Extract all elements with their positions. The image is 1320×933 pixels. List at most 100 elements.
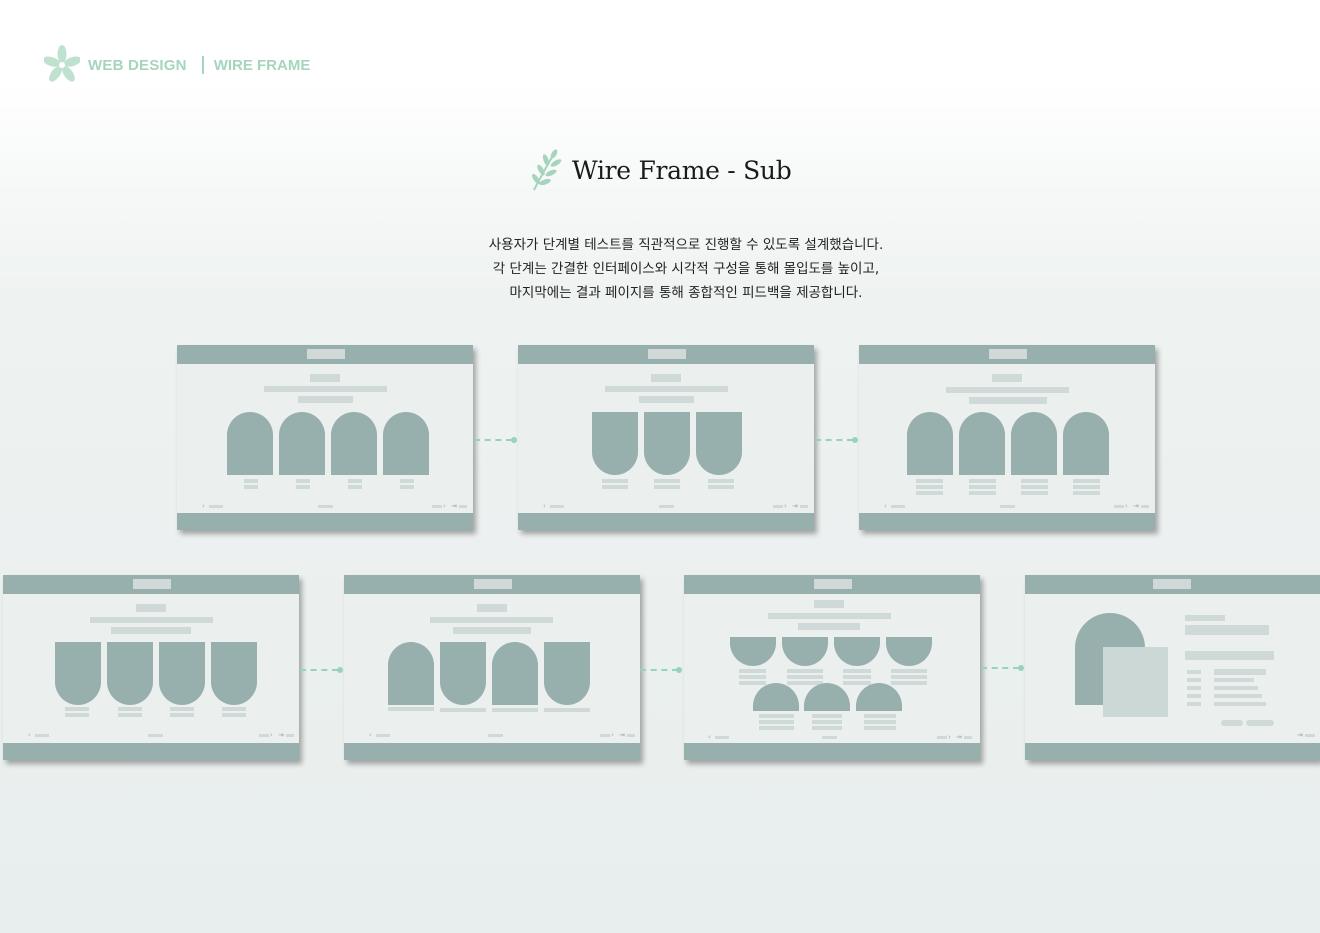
placeholder-block [286,734,294,737]
option-card [856,683,902,711]
frame-header-bar [518,345,814,364]
placeholder-block [296,479,310,483]
placeholder-block [627,734,635,737]
result-button[interactable] [1246,720,1274,726]
placeholder-block [739,669,766,673]
brand-wire-frame: WIRE FRAME [213,56,311,74]
prev-arrow-icon: ‹ [202,502,205,510]
frame-header-bar [859,345,1155,364]
option-card [544,642,590,705]
header-placeholder [307,349,345,359]
wireframe-step-1: ‹ › ⇥ [177,345,473,530]
flow-connector [815,439,853,441]
placeholder-block [916,485,943,489]
header-placeholder [133,579,171,589]
frame-footer-bar [684,743,980,760]
placeholder-block [1187,702,1201,706]
option-card [696,412,742,475]
wireframe-step-3: ‹ › ⇥ [859,345,1155,530]
placeholder-block [264,386,387,392]
option-card [211,642,257,705]
brand-divider [201,56,204,74]
exit-icon: ⇥ [619,731,625,739]
placeholder-block [814,600,844,608]
flow-connector [640,669,678,671]
placeholder-block [759,714,794,718]
description-line: 사용자가 단계별 테스트를 직관적으로 진행할 수 있도록 설계했습니다. [488,237,884,253]
placeholder-block [654,479,680,483]
placeholder-block [477,604,507,612]
placeholder-block [1000,505,1015,508]
placeholder-block [759,726,794,730]
frame-header-bar [344,575,640,594]
placeholder-block [787,681,823,685]
placeholder-block [715,736,729,739]
option-card [886,637,932,666]
placeholder-block [605,386,728,392]
next-arrow-icon: › [948,733,951,741]
placeholder-block [739,675,766,679]
next-arrow-icon: › [270,731,273,739]
placeholder-block [296,485,310,489]
placeholder-block [1185,651,1274,660]
frame-footer-bar [344,743,640,760]
placeholder-block [969,479,996,483]
placeholder-block [1214,686,1258,690]
placeholder-block [602,485,628,489]
placeholder-block [600,734,610,737]
placeholder-block [759,720,794,724]
result-button[interactable] [1221,720,1243,726]
option-card [279,412,325,475]
wireframe-step-6: ‹ › ⇥ [684,575,980,760]
flow-connector-dot [676,667,682,673]
placeholder-block [459,505,467,508]
placeholder-block [1114,505,1124,508]
placeholder-block [800,505,808,508]
placeholder-block [170,713,194,717]
placeholder-block [1214,669,1266,675]
page-title-block: Wire Frame - Sub [528,148,792,192]
placeholder-block [170,707,194,711]
placeholder-block [136,604,166,612]
result-image-card [1103,647,1168,717]
placeholder-block [773,505,783,508]
placeholder-block [376,734,390,737]
description-line: 각 단계는 간결한 인터페이스와 시각적 구성을 통해 몰입도를 높이고, [492,261,880,277]
placeholder-block [118,707,142,711]
placeholder-block [1073,479,1100,483]
flow-connector [981,667,1019,669]
placeholder-block [400,485,414,489]
next-arrow-icon: › [611,731,614,739]
placeholder-block [453,627,531,634]
description: 사용자가 단계별 테스트를 직관적으로 진행할 수 있도록 설계했습니다. 각 … [360,233,1012,305]
next-arrow-icon: › [1125,502,1128,510]
header-placeholder [989,349,1027,359]
placeholder-block [259,734,269,737]
exit-icon: ⇥ [278,731,284,739]
placeholder-block [148,734,163,737]
placeholder-block [891,505,905,508]
prev-arrow-icon: ‹ [884,502,887,510]
option-card [730,637,776,666]
option-card [834,637,880,666]
placeholder-block [111,627,191,634]
wireframe-step-5: ‹ › ⇥ [344,575,640,760]
placeholder-block [244,485,258,489]
placeholder-block [1187,678,1201,682]
placeholder-block [937,736,947,739]
placeholder-block [864,714,896,718]
placeholder-block [388,707,434,711]
option-card [159,642,205,705]
placeholder-block [992,374,1022,382]
placeholder-block [244,479,258,483]
option-card [1063,412,1109,475]
flow-connector [474,439,512,441]
placeholder-block [400,479,414,483]
option-card [227,412,273,475]
frame-header-bar [177,345,473,364]
description-line: 마지막에는 결과 페이지를 통해 종합적인 피드백을 제공합니다. [509,285,863,301]
placeholder-block [739,681,766,685]
placeholder-block [654,485,680,489]
placeholder-block [298,396,353,403]
frame-footer-bar [3,743,299,760]
